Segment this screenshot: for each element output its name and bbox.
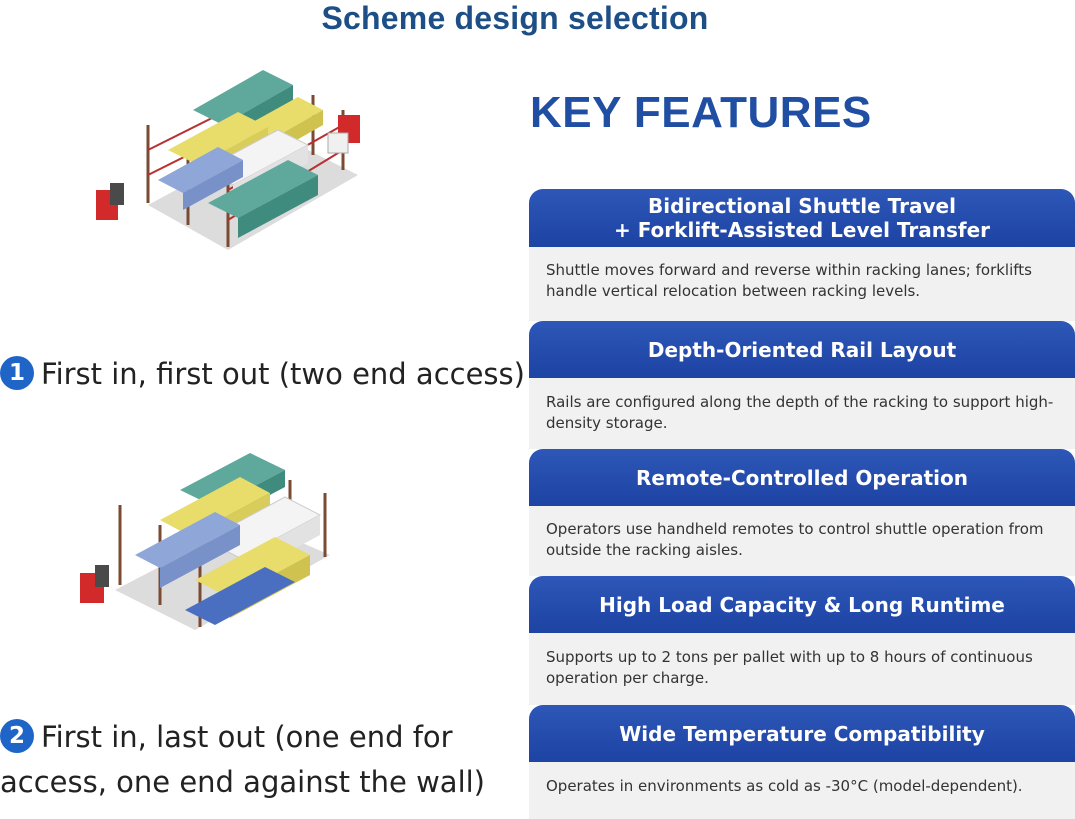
feature-3-description-box: Operators use handheld remotes to contro… bbox=[529, 506, 1075, 576]
feature-5-title: Wide Temperature Compatibility bbox=[619, 721, 985, 746]
page-title: Scheme design selection bbox=[321, 0, 709, 36]
feature-5-header: Wide Temperature Compatibility bbox=[529, 705, 1075, 762]
feature-1-description-box: Shuttle moves forward and reverse within… bbox=[529, 247, 1075, 321]
scheme-2-number-badge: 2 bbox=[0, 719, 34, 753]
scheme-1-text: First in, first out (two end access) bbox=[41, 357, 525, 391]
scheme-2-text-line1: First in, last out (one end for bbox=[41, 720, 453, 754]
feature-3-title: Remote-Controlled Operation bbox=[636, 465, 968, 490]
feature-1-title-line1: Bidirectional Shuttle Travel bbox=[648, 194, 956, 218]
feature-3-header: Remote-Controlled Operation bbox=[529, 449, 1075, 506]
feature-4-title: High Load Capacity & Long Runtime bbox=[599, 592, 1005, 617]
feature-2-title: Depth-Oriented Rail Layout bbox=[647, 337, 957, 362]
feature-4-description-box: Supports up to 2 tons per pallet with up… bbox=[529, 633, 1075, 705]
feature-1-title-line2: + Forklift-Assisted Level Transfer bbox=[613, 218, 990, 242]
feature-4-description: Supports up to 2 tons per pallet with up… bbox=[546, 648, 1033, 687]
feature-1-header: Bidirectional Shuttle Travel + Forklift-… bbox=[529, 189, 1075, 247]
feature-2-header: Depth-Oriented Rail Layout bbox=[529, 321, 1075, 378]
feature-5-description: Operates in environments as cold as -30°… bbox=[546, 777, 1023, 795]
feature-4-header: High Load Capacity & Long Runtime bbox=[529, 576, 1075, 633]
feature-5-description-box: Operates in environments as cold as -30°… bbox=[529, 762, 1075, 819]
feature-1-description: Shuttle moves forward and reverse within… bbox=[546, 261, 1032, 300]
feature-2-description-box: Rails are configured along the depth of … bbox=[529, 378, 1075, 449]
feature-3-description: Operators use handheld remotes to contro… bbox=[546, 520, 1044, 559]
feature-2-description: Rails are configured along the depth of … bbox=[546, 393, 1054, 432]
scheme-2-text-line2: access, one end against the wall) bbox=[0, 765, 485, 799]
fifo-racking-illustration bbox=[96, 70, 360, 250]
key-features-heading: KEY FEATURES bbox=[530, 88, 872, 137]
filo-racking-illustration bbox=[80, 453, 330, 630]
scheme-1-number-badge: 1 bbox=[0, 356, 34, 390]
